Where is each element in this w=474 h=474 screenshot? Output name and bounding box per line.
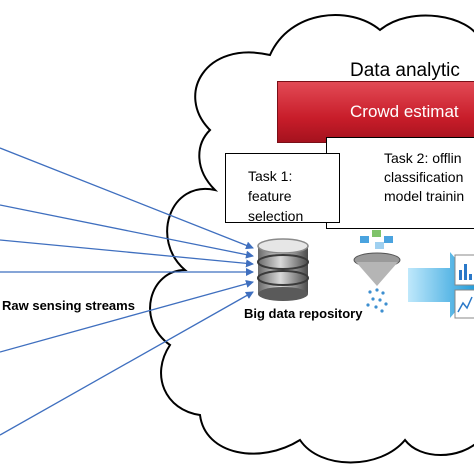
chart-thumbnail-icon: [454, 254, 474, 319]
crowd-estimation-label: Crowd estimat: [350, 102, 459, 121]
database-icon: [257, 238, 309, 301]
task1-text: Task 1: feature selection: [248, 166, 303, 226]
cloud-title: Data analytic: [350, 60, 460, 81]
stream-arrows: [0, 147, 254, 436]
task2-line-1: Task 2: offlin: [384, 150, 462, 166]
task2-box: Task 2: offlin classification model trai…: [326, 137, 474, 229]
task1-box: Task 1: feature selection: [225, 153, 340, 226]
task1-line-1: Task 1:: [248, 168, 293, 184]
task2-text: Task 2: offlin classification model trai…: [384, 149, 464, 206]
raw-streams-label: Raw sensing streams: [2, 298, 135, 313]
task1-line-3: selection: [248, 208, 304, 224]
repository-label: Big data repository: [244, 306, 363, 321]
task1-line-2: feature: [248, 188, 292, 204]
task2-line-2: classification: [384, 169, 464, 185]
filter-funnel-icon: [353, 230, 401, 313]
crowd-estimation-box: Crowd estimat: [277, 81, 474, 143]
task2-line-3: model trainin: [384, 188, 465, 204]
